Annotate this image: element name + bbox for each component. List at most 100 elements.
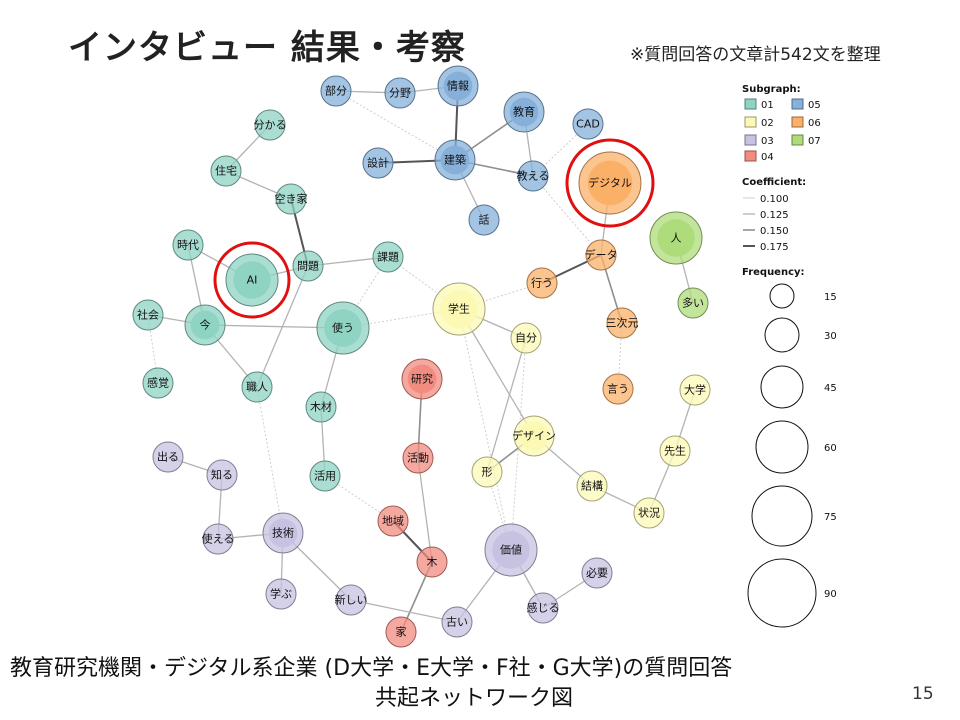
node-label: 課題: [377, 250, 399, 264]
node-行う: 行う: [526, 267, 558, 299]
legend-subgraph-04: 04: [761, 152, 774, 163]
node-label: 活動: [407, 451, 429, 465]
node-課題: 課題: [372, 241, 404, 273]
node-社会: 社会: [132, 299, 164, 331]
edge-活動-木: [417, 457, 433, 563]
highlight-circle-AI: [213, 241, 291, 319]
node-label: 空き家: [275, 192, 308, 206]
node-label: 人: [671, 232, 682, 245]
node-label: 使える: [202, 533, 235, 546]
node-CAD: CAD: [572, 108, 604, 140]
node-古い: 古い: [441, 606, 473, 638]
node-label: 価値: [500, 544, 522, 557]
node-label: 学生: [448, 302, 470, 316]
node-三次元: 三次元: [606, 307, 639, 339]
node-label: 研究: [411, 372, 433, 386]
node-label: 言う: [607, 383, 629, 396]
node-多い: 多い: [677, 287, 709, 319]
node-label: 出る: [157, 450, 179, 464]
legend-frequency-value: 30: [824, 331, 837, 342]
node-label: CAD: [576, 118, 600, 131]
node-label: 学ぶ: [270, 587, 292, 601]
node-label: 結構: [581, 479, 603, 493]
slide-note: ※質問回答の文章計542文を整理: [630, 45, 881, 65]
node-label: 使う: [332, 322, 354, 335]
legend-subgraph-01: 01: [761, 100, 774, 111]
legend-frequency-circle: [747, 558, 817, 628]
node-活動: 活動: [402, 442, 434, 474]
legend-swatch-03: [744, 134, 757, 146]
node-使う: 使う: [316, 301, 370, 355]
node-先生: 先生: [659, 435, 691, 467]
node-label: 大学: [684, 383, 706, 397]
node-技術: 技術: [262, 512, 304, 554]
node-職人: 職人: [241, 371, 273, 403]
node-label: 必要: [586, 567, 608, 580]
legend-swatch-01: [744, 98, 757, 110]
node-デジタル: デジタル: [578, 151, 642, 215]
legend-swatch-05: [791, 98, 804, 110]
node-形: 形: [471, 456, 503, 488]
node-label: 部分: [325, 84, 347, 98]
network-nodes: 部分分野情報教育CAD設計建築教える話分かる住宅空き家時代AI問題課題社会今使う…: [132, 65, 711, 648]
node-label: 分野: [389, 87, 411, 100]
caption-line-2: 共起ネットワーク図: [375, 686, 574, 711]
node-label: 話: [479, 213, 490, 227]
legend-frequency-circle: [755, 420, 809, 474]
legend-subgraph-02: 02: [761, 118, 774, 129]
legend-subgraph-07: 07: [808, 136, 821, 147]
node-状況: 状況: [633, 497, 665, 529]
slide-title: インタビュー 結果・考察: [68, 28, 466, 68]
node-label: デザイン: [512, 429, 556, 443]
node-言う: 言う: [602, 373, 634, 405]
node-地域: 地域: [377, 505, 409, 537]
node-感覚: 感覚: [142, 367, 174, 399]
node-label: 社会: [137, 308, 159, 322]
node-研究: 研究: [401, 358, 443, 400]
legend-subgraph-05: 05: [808, 100, 821, 111]
legend: Subgraph:01020304050607Coefficient:0.100…: [742, 84, 837, 628]
highlight-circles: [213, 138, 655, 319]
node-人: 人: [649, 211, 703, 265]
node-分かる: 分かる: [254, 109, 287, 141]
node-今: 今: [184, 304, 226, 346]
node-家: 家: [385, 616, 417, 648]
legend-subgraph-03: 03: [761, 136, 774, 147]
node-label: データ: [585, 248, 618, 262]
node-label: 自分: [515, 332, 537, 345]
legend-frequency-value: 45: [824, 383, 837, 394]
node-label: 先生: [664, 444, 686, 458]
node-label: 技術: [272, 527, 294, 540]
legend-frequency-circle: [751, 485, 813, 547]
edge-学生-価値: [458, 308, 512, 551]
node-label: 木: [427, 556, 438, 569]
node-label: 教える: [517, 170, 550, 183]
legend-frequency-value: 15: [824, 292, 837, 303]
node-結構: 結構: [576, 470, 608, 502]
legend-subgraph-06: 06: [808, 118, 821, 129]
node-label: 家: [396, 625, 407, 639]
node-label: 今: [200, 318, 211, 332]
legend-subgraph-title: Subgraph:: [742, 84, 801, 95]
node-label: 住宅: [215, 164, 237, 178]
node-label: 問題: [297, 260, 319, 273]
node-label: 木材: [310, 400, 332, 414]
legend-swatch-02: [744, 116, 757, 128]
node-学ぶ: 学ぶ: [265, 578, 297, 610]
node-出る: 出る: [152, 441, 184, 473]
legend-swatch-07: [791, 134, 804, 146]
node-label: 設計: [367, 156, 389, 170]
node-label: 状況: [638, 506, 660, 520]
legend-frequency-title: Frequency:: [742, 267, 805, 278]
legend-coefficient-value: 0.175: [760, 242, 789, 253]
caption-line-1: 教育研究機関・デジタル系企業 (D大学・E大学・F社・G大学)の質問回答: [10, 656, 733, 681]
node-label: AI: [247, 274, 258, 287]
node-大学: 大学: [679, 374, 711, 406]
node-label: 建築: [444, 153, 466, 167]
node-label: デジタル: [588, 176, 632, 190]
node-時代: 時代: [172, 229, 204, 261]
legend-coefficient-value: 0.150: [760, 226, 789, 237]
legend-frequency-circle: [764, 317, 800, 353]
node-情報: 情報: [437, 65, 479, 107]
